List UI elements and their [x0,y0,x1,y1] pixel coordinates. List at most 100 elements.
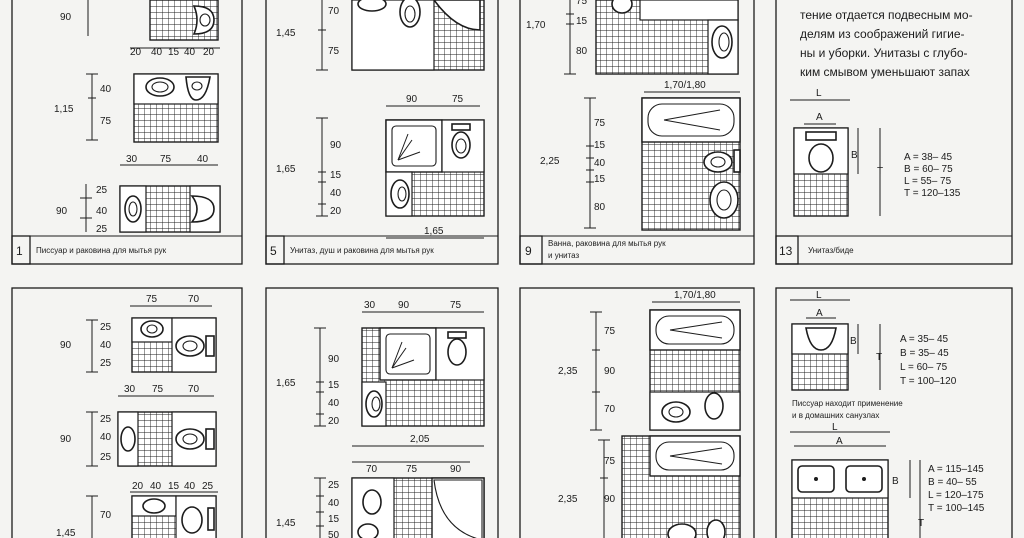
panel6-dim-b1: 25 [328,480,340,491]
panel2-dim-a2: 40 [100,340,112,351]
panel1-width-a4: 40 [184,47,196,58]
panel1-dim-c1: 25 [96,185,108,196]
panel9-number: 9 [525,244,532,258]
panel5-dim-a1: 70 [328,6,340,17]
panel6-height-a: 1,65 [276,378,296,389]
panel9-dim-b3: 40 [594,158,606,169]
panel-14: L A B T A = 35– 45 B = 35– 45 L = 60– 75… [775,287,1013,538]
panel6-dim-b4: 50 [328,530,340,538]
panel-2: 75 70 90 25 40 25 30 75 70 90 25 40 25 2… [11,287,243,538]
panel1-dim-b2: 75 [100,116,112,127]
panel6-height-b: 1,45 [276,518,296,529]
panel13-caption: Унитаз/биде [808,246,854,255]
panel5-dim-b1: 90 [330,140,342,151]
panel14-spec2-t: T = 100–145 [928,503,985,514]
panel1-dim-c3: 25 [96,224,108,235]
panel14-letter-a2: A [836,436,843,447]
panel14-letter-b: B [850,336,857,347]
panel10-height-b: 2,35 [558,494,578,505]
panel10-dim-a1: 75 [604,326,616,337]
panel1-width-a2: 40 [151,47,163,58]
panel5-height-b: 1,65 [276,164,296,175]
panel13-letter-t: T [877,166,883,177]
panel2-height-b: 90 [60,434,72,445]
panel14-spec-a: A = 35– 45 [900,334,949,345]
panel10-height-a: 2,35 [558,366,578,377]
panel5-caption: Унитаз, душ и раковина для мытья рук [290,246,434,255]
panel6-width-total: 2,05 [410,434,430,445]
panel-10: 1,70/1,80 2,35 75 90 70 2,35 75 90 [519,287,755,538]
panel-9: 1,70 75 15 80 1,70/1,80 2,25 75 15 40 15… [519,0,755,265]
panel5-dim-b3: 40 [330,188,342,199]
panel14-spec2-b: B = 40– 55 [928,477,977,488]
panel2-dim-c1: 70 [100,510,112,521]
panel13-text-line2: делям из соображений гигие- [800,27,965,41]
panel14-letter-t2: T [918,518,924,529]
panel5-width-b1: 90 [406,94,418,105]
panel2-dim-b1: 25 [100,414,112,425]
panel14-letter-b2: B [892,476,899,487]
panel14-note-line2: и в домашних санузлах [792,411,879,420]
panel9-height-a: 1,70 [526,20,546,31]
panel1-dim-b1: 40 [100,84,112,95]
panel5-width-total: 1,65 [424,226,444,237]
panel6-dim-a1: 90 [328,354,340,365]
panel-6: 30 90 75 1,65 90 15 40 20 2,05 70 75 90 … [265,287,499,538]
panel2-width-c3: 15 [168,481,180,492]
panel-13: тение отдается подвесным мо- делям из со… [775,0,1013,265]
panel13-spec-t: T = 120–135 [904,188,961,199]
panel9-caption-line2: и унитаз [548,251,580,260]
panel2-dim-a3: 25 [100,358,112,369]
panel1-height-a: 90 [60,12,72,23]
panel2-height-a: 90 [60,340,72,351]
panel1-caption: Писсуар и раковина для мытья рук [36,246,167,255]
panel13-letter-l: L [816,88,822,99]
panel10-dim-a2: 90 [604,366,616,377]
panel14-spec-l: L = 60– 75 [900,362,948,373]
panel6-width-a3: 75 [450,300,462,311]
panel13-spec-b: B = 60– 75 [904,164,953,175]
panel6-dim-a3: 40 [328,398,340,409]
panel10-dim-a3: 70 [604,404,616,415]
panel10-dim-b2: 90 [604,494,616,505]
panel9-dim-b2: 15 [594,140,606,151]
panel1-height-b: 1,15 [54,104,74,115]
panel2-width-b1: 30 [124,384,136,395]
panel9-dim-b1: 75 [594,118,606,129]
panel13-letter-b: B [851,150,858,161]
panel14-letter-l: L [816,290,822,301]
panel1-width-a5: 20 [203,47,215,58]
panel14-letter-l2: L [832,422,838,433]
panel14-spec2-l: L = 120–175 [928,490,984,501]
panel9-dim-a3: 80 [576,46,588,57]
panel14-spec-b: B = 35– 45 [900,348,949,359]
panel13-spec-a: A = 38– 45 [904,152,953,163]
panel14-spec2-a: A = 115–145 [928,464,984,475]
panel-5: 1,45 70 75 90 75 1,65 90 15 40 20 1,65 5… [265,0,499,265]
panel13-number: 13 [779,244,793,258]
panel6-dim-a2: 15 [328,380,340,391]
panel14-spec-t: T = 100–120 [900,376,957,387]
panel9-dim-b5: 80 [594,202,606,213]
panel14-note-line1: Писсуар находит применение [792,399,903,408]
panel2-width-b3: 70 [188,384,200,395]
panel1-height-c: 90 [56,206,68,217]
panel10-width-a: 1,70/1,80 [674,290,716,301]
panel2-width-c1: 20 [132,481,144,492]
panel2-width-a1: 75 [146,294,158,305]
panel2-dim-a1: 25 [100,322,112,333]
panel2-height-c: 1,45 [56,528,76,538]
panel6-dim-b3: 15 [328,514,340,525]
panel9-dim-a2: 15 [576,16,588,27]
panel9-dim-b4: 15 [594,174,606,185]
panel6-width-a2: 90 [398,300,410,311]
panel6-width-b1: 70 [366,464,378,475]
panel5-dim-b4: 20 [330,206,342,217]
panel9-height-b: 2,25 [540,156,560,167]
panel9-caption-line1: Ванна, раковина для мытья рук [548,239,666,248]
panel5-width-b2: 75 [452,94,464,105]
panel5-number: 5 [270,244,277,258]
panel5-dim-a2: 75 [328,46,340,57]
panel13-letter-a: A [816,112,823,123]
